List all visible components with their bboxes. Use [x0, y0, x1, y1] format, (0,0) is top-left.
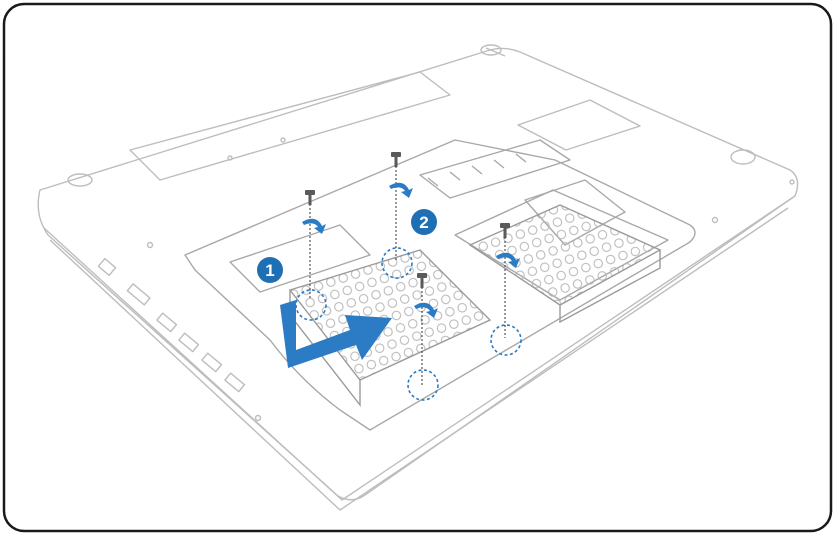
arrow-right-icon [280, 300, 392, 368]
screw-icon [305, 152, 510, 288]
rotate-arrow-icon [302, 182, 520, 318]
hard-drive-right [468, 204, 662, 324]
step-number-1: 1 [265, 261, 274, 280]
step-badge-2: 2 [411, 209, 437, 235]
screw-guide-lines [309, 162, 506, 385]
step-badge-1: 1 [257, 257, 283, 283]
laptop-outline [37, 44, 799, 511]
step-number-2: 2 [419, 213, 428, 232]
